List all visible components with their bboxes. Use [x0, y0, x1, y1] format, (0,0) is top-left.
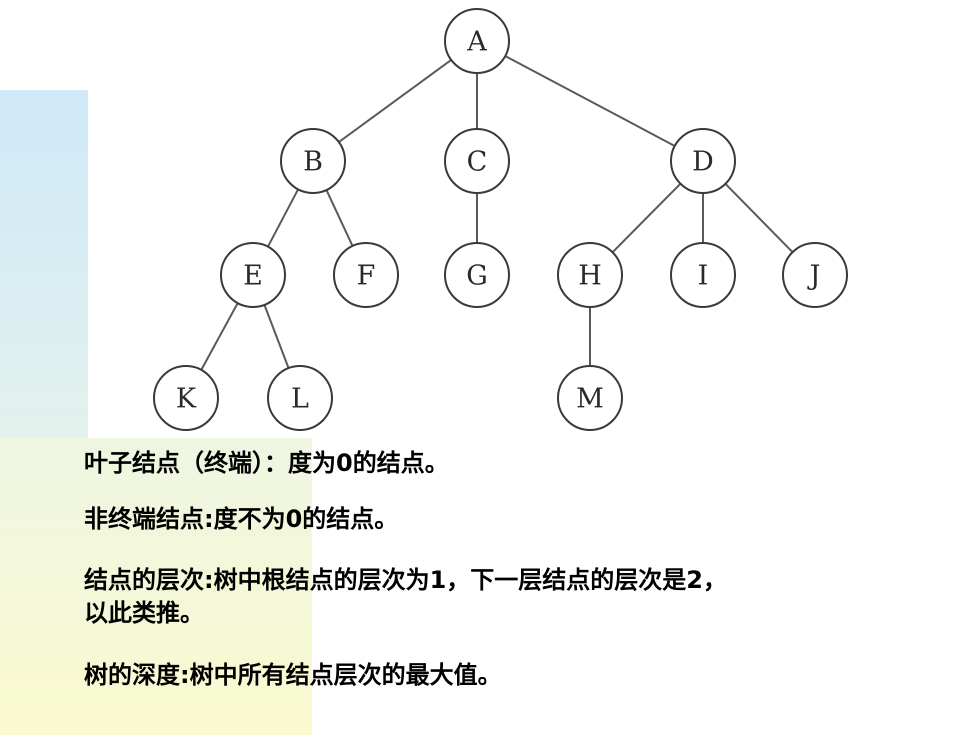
- node-m: M: [557, 365, 623, 431]
- node-label: M: [576, 384, 604, 415]
- definition-tree-depth: 树的深度:树中所有结点层次的最大值。: [84, 661, 502, 689]
- edge-a-b: [338, 59, 452, 143]
- node-h: H: [557, 242, 623, 308]
- node-circle: [333, 242, 399, 308]
- node-circle: [782, 242, 848, 308]
- node-f: F: [333, 242, 399, 308]
- edge-d-j: [724, 183, 794, 253]
- node-label: B: [303, 147, 323, 178]
- node-label: J: [807, 261, 821, 292]
- node-circle: [153, 365, 219, 431]
- edge-d-h: [611, 183, 682, 253]
- node-d: D: [670, 128, 736, 194]
- node-label: F: [357, 261, 376, 292]
- node-circle: [444, 242, 510, 308]
- node-e: E: [220, 242, 286, 308]
- definition-leaf-node: 叶子结点（终端）：度为0的结点。: [84, 449, 449, 477]
- node-label: G: [466, 261, 488, 292]
- tree-edges: [200, 55, 794, 371]
- node-label: I: [698, 261, 709, 292]
- tree-diagram: A B C D E F G H I J K L M: [153, 8, 848, 431]
- node-k: K: [153, 365, 219, 431]
- definition-non-terminal-node: 非终端结点:度不为0的结点。: [84, 505, 399, 533]
- edge-b-e: [267, 188, 299, 248]
- node-label: H: [578, 261, 602, 292]
- node-j: J: [782, 242, 848, 308]
- background-gradient-panel: [0, 438, 312, 735]
- node-b: B: [280, 128, 346, 194]
- node-circle: [444, 8, 510, 74]
- node-circle: [280, 128, 346, 194]
- node-label: C: [467, 147, 488, 178]
- node-i: I: [670, 242, 736, 308]
- node-circle: [670, 128, 736, 194]
- node-circle: [557, 242, 623, 308]
- node-label: E: [243, 261, 263, 292]
- node-label: K: [176, 384, 197, 415]
- definition-node-level-line-1: 结点的层次:树中根结点的层次为1，下一层结点的层次是2，: [84, 566, 727, 594]
- node-circle: [444, 128, 510, 194]
- node-circle: [267, 365, 333, 431]
- definition-node-level-line-2: 以此类推。: [84, 599, 204, 627]
- edge-e-k: [200, 302, 239, 371]
- node-l: L: [267, 365, 333, 431]
- node-label: D: [692, 147, 714, 178]
- tree-nodes: A B C D E F G H I J K L M: [153, 8, 848, 431]
- edge-e-l: [263, 304, 290, 369]
- node-circle: [557, 365, 623, 431]
- node-c: C: [444, 128, 510, 194]
- node-label: A: [466, 27, 487, 58]
- node-circle: [670, 242, 736, 308]
- node-label: L: [291, 384, 309, 415]
- node-g: G: [444, 242, 510, 308]
- edge-a-d: [504, 55, 676, 147]
- edge-b-f: [325, 189, 354, 247]
- node-a: A: [444, 8, 510, 74]
- node-circle: [220, 242, 286, 308]
